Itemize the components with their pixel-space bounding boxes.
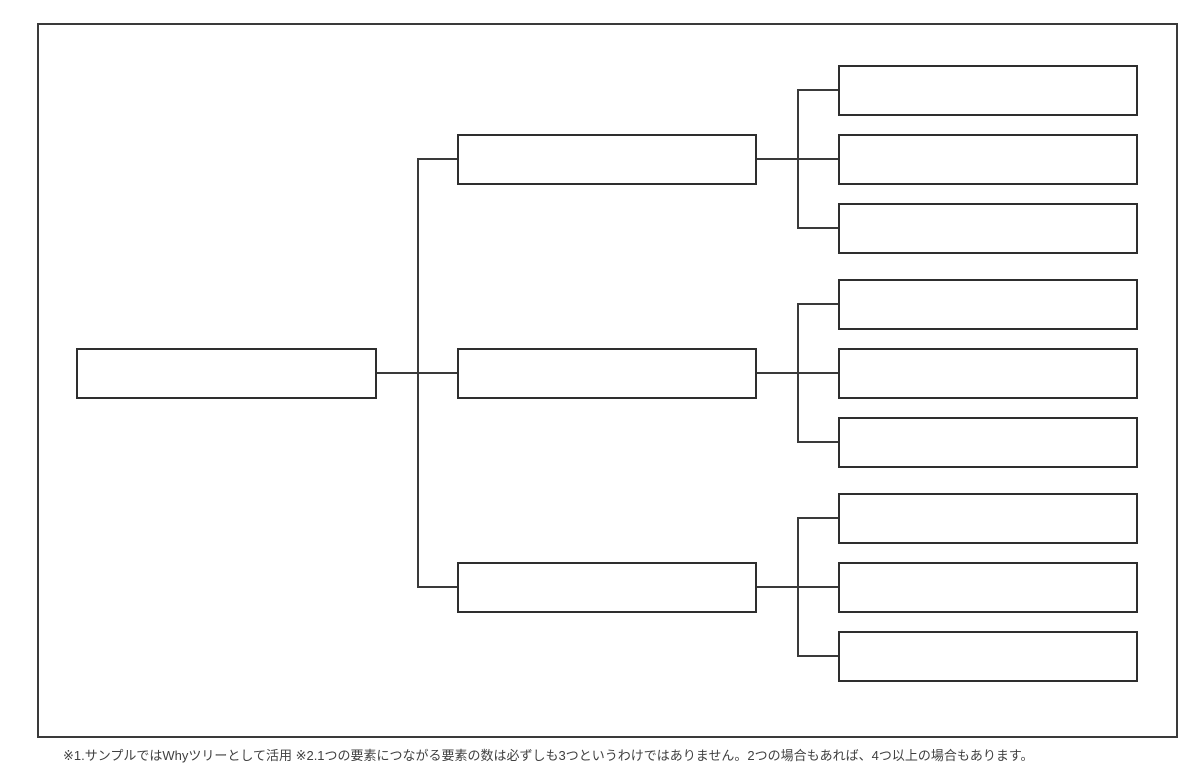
tree-leaf-3-2-node: [838, 562, 1138, 613]
connector-trunk-to-branch-1: [417, 158, 457, 160]
connector-group-3-to-leaf-1: [797, 517, 838, 519]
connector-group-2-vertical: [797, 303, 799, 443]
connector-group-1-vertical: [797, 89, 799, 229]
tree-leaf-3-3-node: [838, 631, 1138, 682]
connector-group-3-vertical: [797, 517, 799, 657]
connector-group-2-to-leaf-1: [797, 303, 838, 305]
tree-leaf-1-3-node: [838, 203, 1138, 254]
connector-group-3-to-leaf-3: [797, 655, 838, 657]
tree-branch-2-node: [457, 348, 757, 399]
connector-group-1-to-leaf-1: [797, 89, 838, 91]
connector-trunk-to-branch-3: [417, 586, 457, 588]
tree-leaf-1-2-node: [838, 134, 1138, 185]
connector-trunk-vertical: [417, 158, 419, 588]
tree-leaf-3-1-node: [838, 493, 1138, 544]
connector-group-2-to-leaf-3: [797, 441, 838, 443]
tree-root-node: [76, 348, 377, 399]
tree-leaf-1-1-node: [838, 65, 1138, 116]
footnote: ※1.サンプルではWhyツリーとして活用 ※2.1つの要素につながる要素の数は必…: [63, 748, 1034, 763]
tree-leaf-2-1-node: [838, 279, 1138, 330]
tree-branch-1-node: [457, 134, 757, 185]
tree-branch-3-node: [457, 562, 757, 613]
connector-group-1-to-leaf-3: [797, 227, 838, 229]
tree-leaf-2-2-node: [838, 348, 1138, 399]
tree-leaf-2-3-node: [838, 417, 1138, 468]
